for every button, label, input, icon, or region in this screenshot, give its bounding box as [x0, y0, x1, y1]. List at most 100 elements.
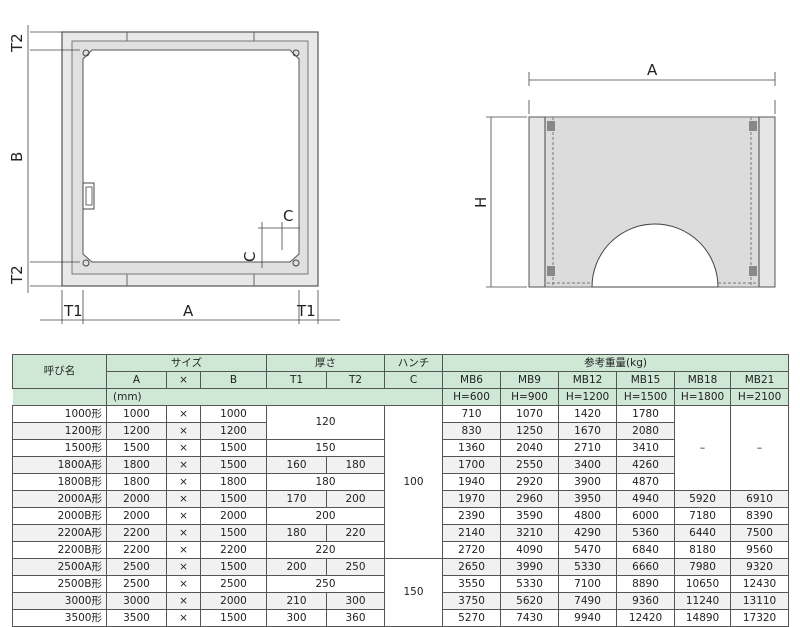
header-mb12: MB12 [558, 371, 618, 389]
row-thickness: 250 [266, 575, 386, 593]
row-name: 2000A形 [12, 490, 107, 508]
row-name: 1800B形 [12, 473, 107, 491]
row-a: 1000 [106, 405, 167, 423]
row-mb6: 2720 [442, 541, 502, 559]
row-b: 2500 [199, 575, 268, 593]
row-mb15: 6660 [616, 558, 676, 576]
row-mb21: 12430 [730, 575, 790, 593]
header-h1500: H=1500 [616, 388, 676, 406]
header-h1800: H=1800 [674, 388, 732, 406]
row-mb6: 2140 [442, 524, 502, 542]
row-b: 1500 [199, 558, 268, 576]
row-x: × [166, 541, 201, 559]
row-name: 2000B形 [12, 507, 107, 525]
haunch-100: 100 [384, 405, 444, 559]
row-mb15: 6840 [616, 541, 676, 559]
row-mb21: 13110 [730, 592, 790, 610]
header-thickness: 厚さ [266, 354, 386, 372]
row-thickness: 150 [266, 439, 386, 457]
row-t1: 170 [266, 490, 328, 508]
row-mb12: 7490 [558, 592, 618, 610]
row-mb6: 1970 [442, 490, 502, 508]
plan-label-t1-right: T1 [296, 302, 316, 320]
row-mb12: 3950 [558, 490, 618, 508]
plan-label-c-bottom: C [241, 252, 259, 262]
row-mb15: 12420 [616, 609, 676, 627]
header-weight: 参考重量(kg) [442, 354, 790, 372]
row-mb9: 2960 [500, 490, 560, 508]
row-x: × [166, 592, 201, 610]
row-name: 2200B形 [12, 541, 107, 559]
row-t1: 210 [266, 592, 328, 610]
row-mb9: 5330 [500, 575, 560, 593]
mb21-na: – [730, 405, 790, 491]
row-mb18: 5920 [674, 490, 732, 508]
row-x: × [166, 405, 201, 423]
row-mb6: 2650 [442, 558, 502, 576]
row-mb12: 5330 [558, 558, 618, 576]
row-mb15: 9360 [616, 592, 676, 610]
plan-label-b: B [8, 152, 26, 162]
row-a: 2500 [106, 575, 167, 593]
row-mb9: 2040 [500, 439, 560, 457]
row-mb18: 7180 [674, 507, 732, 525]
row-thickness: 220 [266, 541, 386, 559]
elevation-view: A H [472, 61, 776, 288]
row-a: 3000 [106, 592, 167, 610]
row-mb12: 2710 [558, 439, 618, 457]
row-t2: 180 [326, 456, 386, 474]
row-mb15: 4260 [616, 456, 676, 474]
elevation-label-a: A [647, 61, 658, 79]
row-b: 1800 [199, 473, 268, 491]
row-mb12: 9940 [558, 609, 618, 627]
header-h2100: H=2100 [730, 388, 790, 406]
row-x: × [166, 507, 201, 525]
row-b: 1500 [199, 490, 268, 508]
drawing-canvas: T2 B T2 T1 A T1 C C A H [8, 25, 776, 324]
header-mb18: MB18 [674, 371, 732, 389]
mb18-na: – [674, 405, 732, 491]
header-mb21: MB21 [730, 371, 790, 389]
plan-label-t2-top: T2 [8, 33, 26, 53]
row-b: 1000 [199, 405, 268, 423]
row-t2: 300 [326, 592, 386, 610]
row-b: 2200 [199, 541, 268, 559]
row-mb15: 4870 [616, 473, 676, 491]
row-mb6: 1700 [442, 456, 502, 474]
row-name: 2500A形 [12, 558, 107, 576]
row-thickness: 120 [266, 405, 386, 440]
row-mb6: 3550 [442, 575, 502, 593]
header-h900: H=900 [500, 388, 560, 406]
header-b: B [199, 371, 268, 389]
row-t1: 180 [266, 524, 328, 542]
row-b: 1500 [199, 439, 268, 457]
row-mb21: 6910 [730, 490, 790, 508]
row-mb9: 3210 [500, 524, 560, 542]
plan-label-t2-bottom: T2 [8, 265, 26, 285]
technical-drawings: T2 B T2 T1 A T1 C C A H [8, 25, 776, 324]
row-a: 2200 [106, 541, 167, 559]
header-mb6: MB6 [442, 371, 502, 389]
row-mb18: 6440 [674, 524, 732, 542]
row-mb15: 8890 [616, 575, 676, 593]
elevation-label-h: H [472, 197, 490, 208]
row-name: 1500形 [12, 439, 107, 457]
row-x: × [166, 575, 201, 593]
header-t1: T1 [266, 371, 328, 389]
row-t2: 250 [326, 558, 386, 576]
row-mb15: 1780 [616, 405, 676, 423]
row-mb18: 14890 [674, 609, 732, 627]
row-mb21: 7500 [730, 524, 790, 542]
row-mb15: 3410 [616, 439, 676, 457]
row-thickness: 180 [266, 473, 386, 491]
row-mb12: 3900 [558, 473, 618, 491]
header-haunch: ハンチ [384, 354, 444, 372]
row-a: 2500 [106, 558, 167, 576]
header-name: 呼び名 [12, 354, 107, 389]
row-mb9: 1070 [500, 405, 560, 423]
row-x: × [166, 422, 201, 440]
row-mb6: 1940 [442, 473, 502, 491]
row-x: × [166, 490, 201, 508]
row-mb21: 9560 [730, 541, 790, 559]
row-name: 2200A形 [12, 524, 107, 542]
